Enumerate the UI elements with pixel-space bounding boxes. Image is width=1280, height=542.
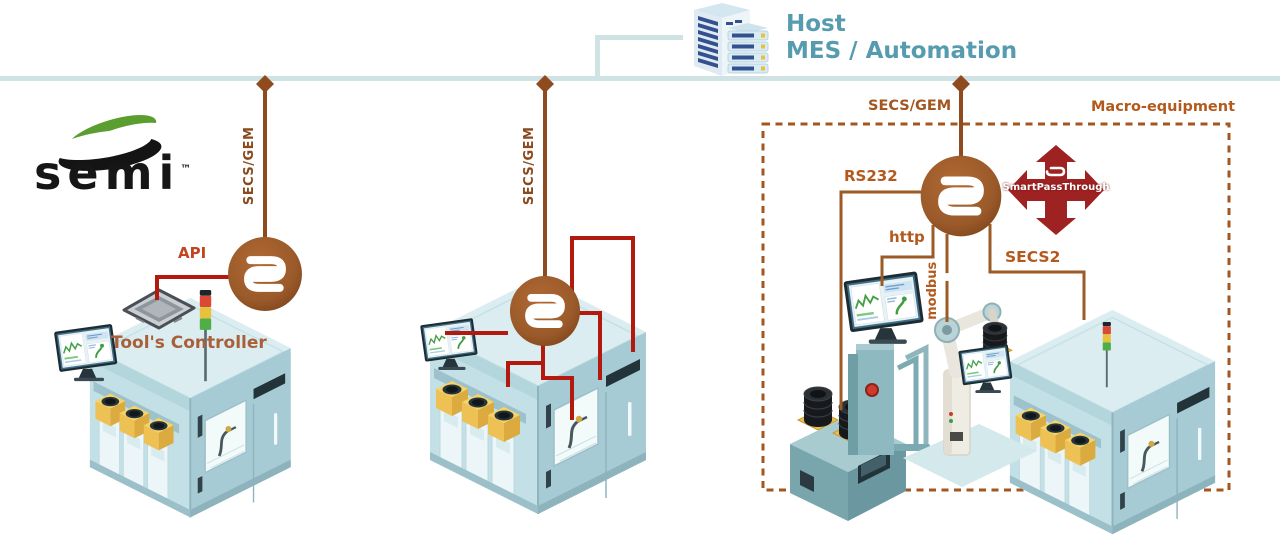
- s-logo-circle-3: [921, 156, 1002, 237]
- secs2-wire: [988, 224, 1086, 320]
- macro-equipment-title: Macro-equipment: [1091, 99, 1236, 115]
- emergency-button-icon: [865, 383, 879, 397]
- tools-controller-label: Tool's Controller: [111, 333, 267, 353]
- macro-equipment-dashed-border: [761, 122, 1231, 492]
- host-subtitle: MES / Automation: [786, 38, 1018, 64]
- semi-wordmark: semi™: [34, 146, 192, 200]
- secsgem-label-macro: SECS/GEM: [868, 98, 952, 114]
- secs2-label: SECS2: [1005, 248, 1061, 266]
- smartpassthrough-label: SmartPassThrough: [1002, 182, 1110, 193]
- s-logo-circle-1: [228, 237, 302, 311]
- kiosk-monitor-icon: [842, 270, 926, 346]
- http-label: http: [889, 228, 925, 246]
- tool2-internal-wires: [445, 236, 635, 420]
- api-label: API: [178, 244, 207, 262]
- robot-arm: [903, 302, 1037, 487]
- secsgem-label-tool2: SECS/GEM: [522, 126, 538, 206]
- semi-trademark: ™: [180, 162, 192, 176]
- http-wire: [880, 225, 935, 286]
- host-bus-line: [0, 35, 1280, 81]
- rs232-label: RS232: [844, 167, 898, 185]
- api-wire: [155, 275, 230, 300]
- s-logo-circle-2: [510, 276, 580, 346]
- semi-logo-icon: [52, 115, 169, 171]
- host-title: Host: [786, 11, 846, 37]
- bus-connector-diamonds: [256, 75, 970, 93]
- host-server-icon: [693, 2, 769, 77]
- modbus-label: modbus: [925, 261, 941, 320]
- macro-wires: [839, 190, 1086, 410]
- secsgem-drop-lines: [263, 84, 963, 277]
- tool-1: [52, 288, 291, 517]
- secsgem-label-tool1: SECS/GEM: [242, 126, 258, 206]
- kiosk-terminal: [848, 343, 930, 455]
- tool-3: [1010, 310, 1215, 534]
- modbus-node-dot: [943, 273, 951, 281]
- rs232-wire: [839, 190, 922, 410]
